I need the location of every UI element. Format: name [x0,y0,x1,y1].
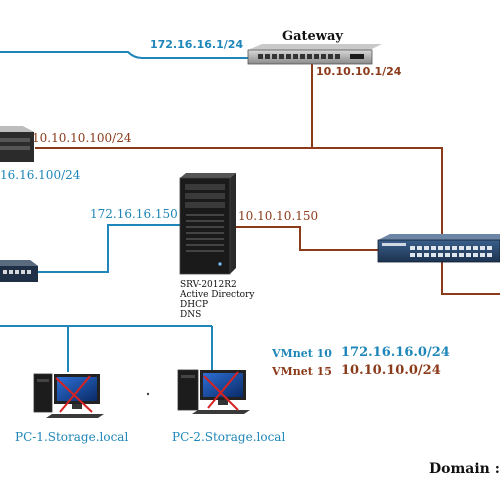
gateway-ip-network-a: 172.16.16.1/24 [150,38,244,51]
brown-link-backbone [35,147,443,237]
dot-marker [146,392,150,396]
pc-1-label: PC-1.Storage.local [15,430,129,444]
legend-vmnet-15-name: VMnet 15 [272,365,332,378]
domain-server-ip-network-b: 10.10.10.150 [238,209,319,223]
gateway-router-device[interactable] [247,44,382,65]
server-role-dhcp: DHCP [180,300,209,310]
pc-2-label: PC-2.Storage.local [172,430,286,444]
legend-vmnet-10-subnet: 172.16.16.0/24 [341,345,450,360]
brown-link-switch-right [441,262,500,295]
pc-1-computer[interactable] [33,373,104,418]
gateway-title: Gateway [282,29,343,44]
left-server-ip-network-b: 10.10.10.100/24 [32,131,132,145]
network-b-links [35,64,500,295]
brown-link-server-switch [234,226,378,251]
pc-2-disabled-cross-icon [203,371,239,411]
left-switch-device[interactable] [0,260,38,282]
network-a-links [0,51,250,372]
blue-link-server-switch [38,224,180,273]
legend-vmnet-15-subnet: 10.10.10.0/24 [341,363,441,378]
server-role-dns: DNS [180,310,202,320]
left-server-device[interactable] [0,126,34,162]
domain-server-ip-network-a: 172.16.16.150 [90,207,178,221]
domain-footer-label: Domain : [429,461,500,477]
pc-2-computer[interactable] [177,369,250,414]
blue-link-gateway-left [0,51,250,59]
main-switch-device[interactable] [377,234,500,263]
server-role-hostname: SRV-2012R2 [180,280,237,290]
domain-server-tower[interactable] [179,173,236,275]
left-server-ip-network-a: 16.16.100/24 [0,168,81,182]
legend-vmnet-10-name: VMnet 10 [272,347,332,360]
pc-1-disabled-cross-icon [55,375,93,413]
server-role-active-directory: Active Directory [180,290,255,300]
gateway-ip-network-b: 10.10.10.1/24 [316,65,402,78]
